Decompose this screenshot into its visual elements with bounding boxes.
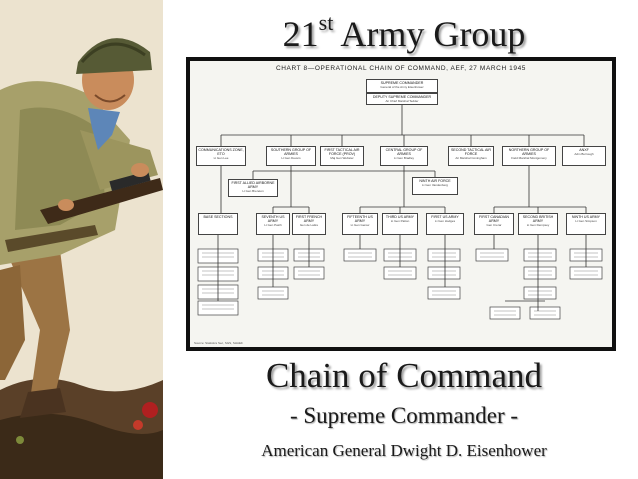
org-box-commander: Maj Gen Webster <box>330 156 354 161</box>
chart-source-note: Source: Statistics Sec, SGS, SHAEF. <box>194 341 244 345</box>
corps-box <box>569 266 603 280</box>
corps-box <box>197 300 239 316</box>
soldier-photo <box>0 0 163 479</box>
org-box-title: SEVENTH US ARMY <box>261 215 285 224</box>
corps-box <box>475 248 509 262</box>
org-box-title: SOUTHERN GROUP OF ARMIES <box>270 148 312 157</box>
org-box-commander: Lt Gen Bradley <box>393 156 414 161</box>
org-box-title: DEPUTY SUPREME COMMANDER <box>372 95 432 99</box>
corps-box <box>529 306 561 320</box>
corps-box <box>257 286 289 300</box>
corps-box <box>523 266 557 280</box>
chart-paper: CHART 8—OPERATIONAL CHAIN OF COMMAND, AE… <box>190 61 612 347</box>
title-superscript: st <box>318 10 334 35</box>
section-subheading: - Supreme Commander - <box>289 403 519 428</box>
chain-of-command-chart: CHART 8—OPERATIONAL CHAIN OF COMMAND, AE… <box>186 57 616 351</box>
org-box-title: COMMUNICATIONS ZONE, ETO <box>198 148 244 157</box>
org-box-commander: Air Chief Marshal Tedder <box>385 99 419 104</box>
org-box-commander: Lt Gen Gerow <box>350 223 370 228</box>
org-box-title: CENTRAL GROUP OF ARMIES <box>385 148 423 157</box>
title-number: 21 <box>282 14 319 54</box>
title-rest: Army Group <box>333 14 526 54</box>
org-box-commander: Lt Gen Simpson <box>575 219 597 224</box>
org-box-title: FIRST US ARMY <box>431 215 459 219</box>
org-box-commander: General of the Army Eisenhower <box>380 85 424 90</box>
corps-box <box>523 286 557 300</box>
org-box-base: BASE SECTIONS <box>198 213 238 235</box>
corps-box <box>489 306 521 320</box>
slide-title: 21st Army Group <box>170 12 638 55</box>
org-box-title: BASE SECTIONS <box>203 215 233 219</box>
org-box-commander: Adm Burrough <box>574 152 594 157</box>
org-box-title: NINTH AIR FORCE <box>419 179 451 183</box>
corps-box <box>427 248 461 262</box>
org-box-commander: Lt Gen Devers <box>281 156 301 161</box>
corps-box <box>383 266 417 280</box>
corps-box <box>293 266 325 280</box>
org-box-title: FIRST ALLIED AIRBORNE ARMY <box>231 181 275 190</box>
corps-box <box>523 248 557 262</box>
org-box-first-tac: FIRST TACTICAL AIR FORCE (PROV)Maj Gen W… <box>320 146 364 166</box>
org-box-title: ANXF <box>579 148 589 152</box>
org-box-commander: Air Marshal Coningham <box>455 156 487 161</box>
org-box-commander: Gen de Lattre <box>299 223 319 228</box>
org-box-commander: Lt Gen Brereton <box>242 189 264 194</box>
org-box-title: FIRST CANADIAN ARMY <box>479 215 509 224</box>
section-heading: Chain of Command <box>265 356 543 395</box>
org-box-commander: Lt Gen Dempsey <box>526 223 550 228</box>
org-box-title: FIRST FRENCH ARMY <box>295 215 323 224</box>
org-box-title: SUPREME COMMANDER <box>380 81 424 85</box>
org-box-title: THIRD US ARMY <box>385 215 415 219</box>
chart-connector-lines <box>197 105 603 320</box>
org-box-commander: Lt Gen Lee <box>213 156 229 161</box>
org-box-commander: Lt Gen Hodges <box>434 219 456 224</box>
corps-box <box>427 286 461 300</box>
org-box-commander: Gen Crerar <box>486 223 502 228</box>
commander-caption: American General Dwight D. Eisenhower <box>261 441 547 460</box>
corps-box <box>427 266 461 280</box>
org-box-title: NINTH US ARMY <box>571 215 601 219</box>
org-box-commander: Lt Gen Patch <box>264 223 282 228</box>
org-box-title: SECOND BRITISH ARMY <box>522 215 554 224</box>
org-box-commander: Lt Gen Patton <box>390 219 410 224</box>
org-box-title: FIFTEENTH US ARMY <box>347 215 373 224</box>
org-box-commander: Lt Gen Vandenberg <box>422 183 448 188</box>
org-box-title: FIRST TACTICAL AIR FORCE (PROV) <box>324 148 360 157</box>
corps-box <box>343 248 377 262</box>
chart-caption: CHART 8—OPERATIONAL CHAIN OF COMMAND, AE… <box>275 65 527 72</box>
org-box-commander: Field Marshal Montgomery <box>511 156 547 161</box>
soldier-figure-image <box>0 0 163 479</box>
org-box-title: NORTHERN GROUP OF ARMIES <box>508 148 550 157</box>
org-box-title: SECOND TACTICAL AIR FORCE <box>450 148 492 157</box>
